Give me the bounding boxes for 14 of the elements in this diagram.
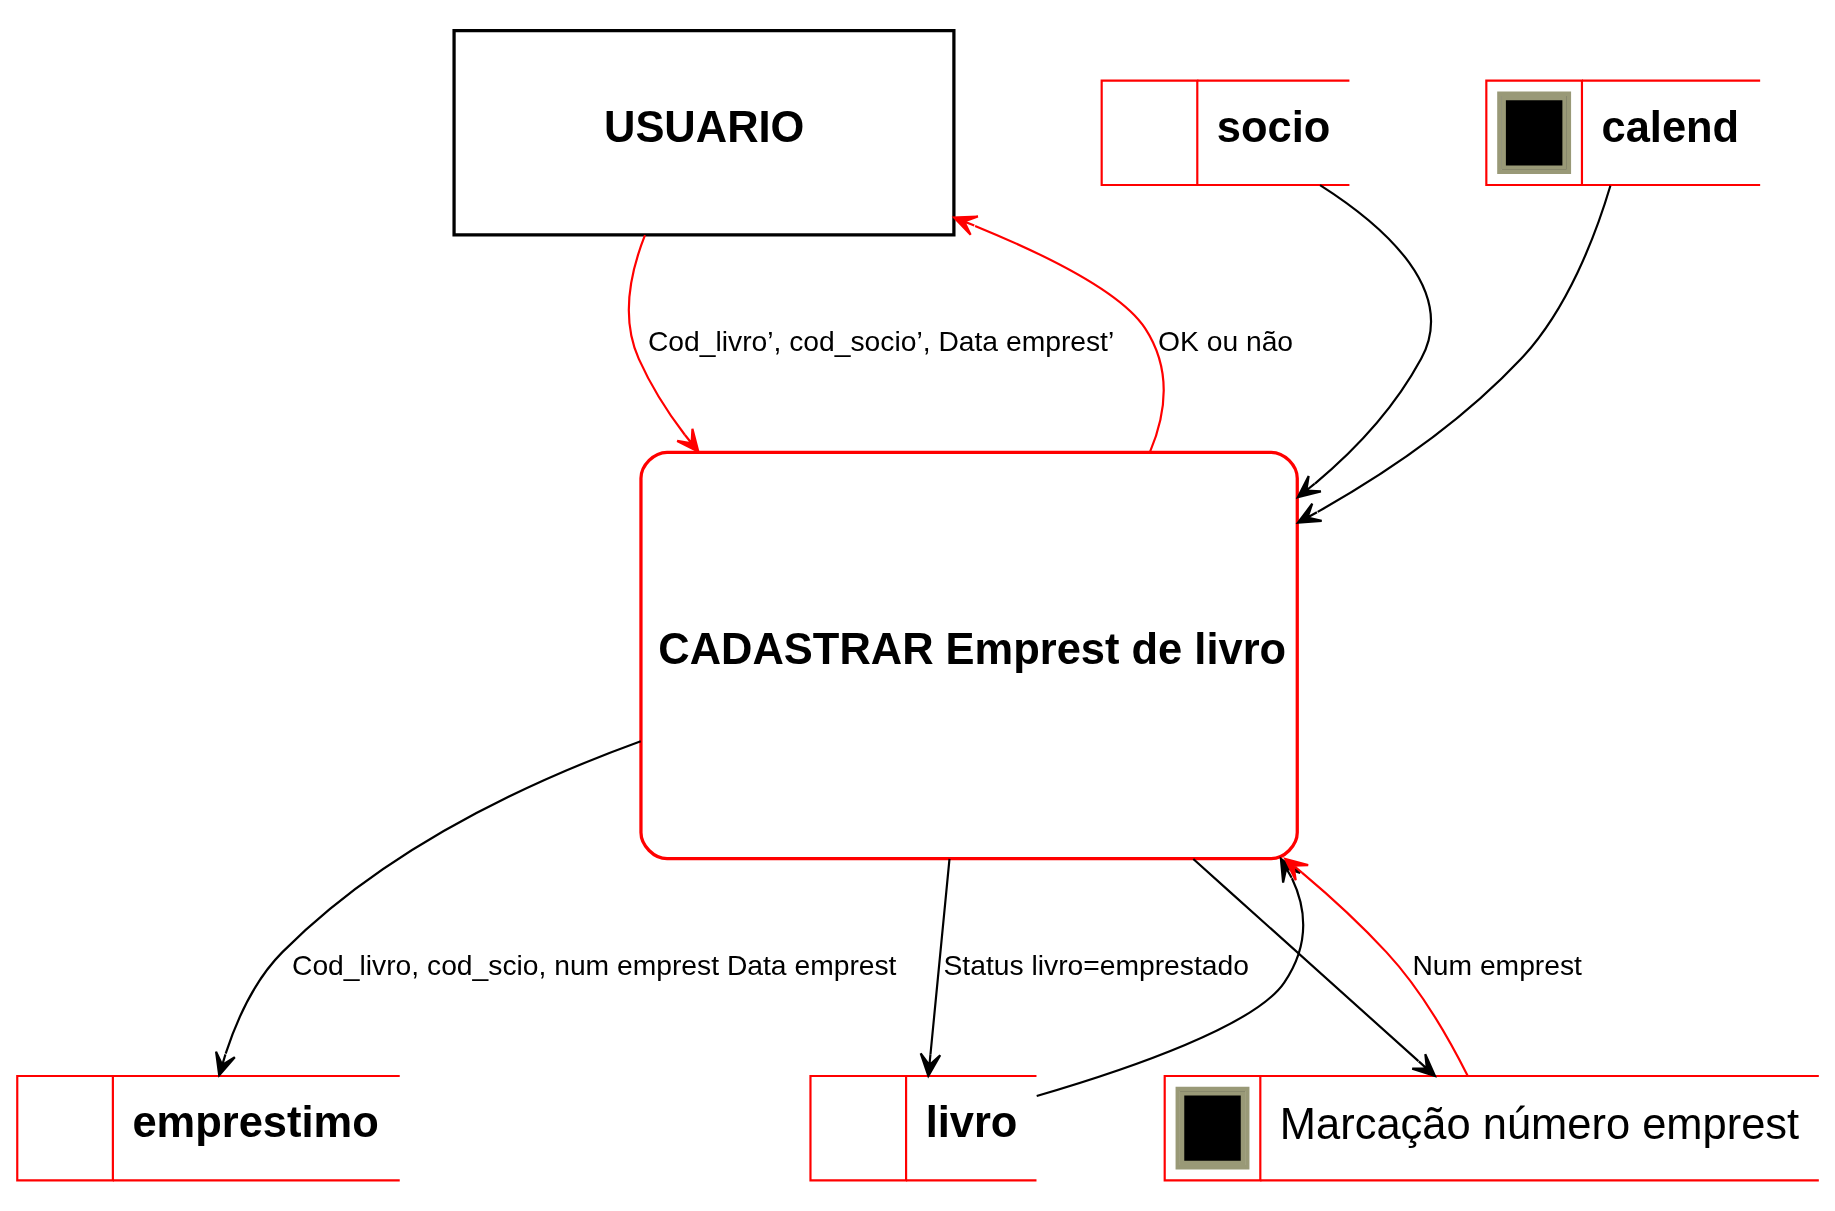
- arrow: [919, 858, 951, 1078]
- edge-label: Cod_livro’, cod_socio’, Data emprest’: [647, 325, 1115, 358]
- edge-label: Cod_livro, cod_scio, num emprest Data emprest: [291, 948, 897, 981]
- arrow: [1284, 857, 1469, 1077]
- arrow: [627, 234, 700, 453]
- edge-label: OK ou não: [1158, 325, 1294, 358]
- edge-label: Status livro=emprestado: [943, 948, 1249, 981]
- arrow: [953, 215, 1165, 453]
- arrow: [1296, 185, 1612, 524]
- arrow: [1296, 184, 1432, 499]
- node-box: USUARIO: [452, 29, 956, 237]
- edge-label: Num emprest: [1412, 948, 1582, 981]
- arrow: [214, 740, 642, 1077]
- node-box: CADASTRAR Emprest de livro: [639, 450, 1299, 861]
